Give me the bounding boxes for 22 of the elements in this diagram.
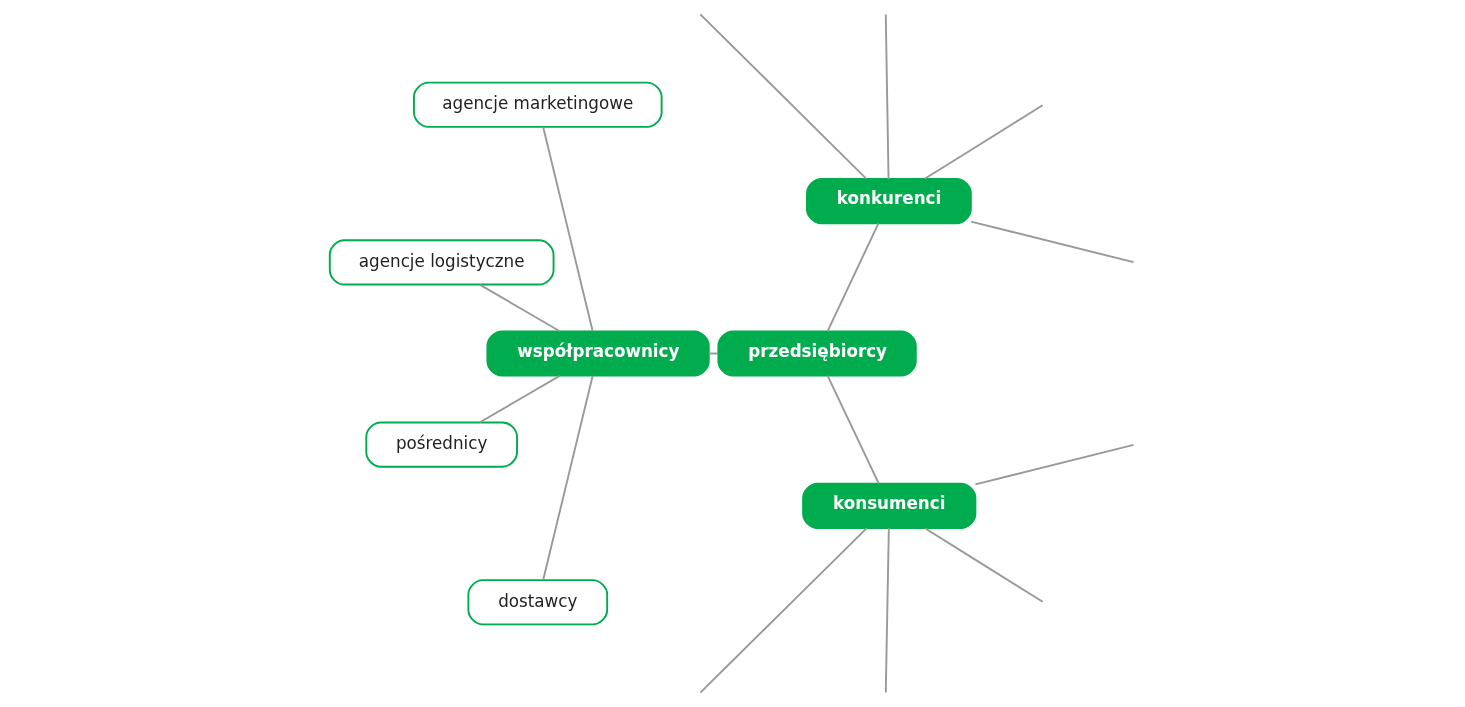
- node-box: agencje marketingowe: [412, 81, 663, 128]
- connector: [479, 283, 561, 333]
- connector: [542, 126, 594, 332]
- connector: [884, 13, 890, 180]
- connector: [970, 220, 1135, 264]
- connector: [924, 527, 1044, 603]
- connector: [699, 13, 868, 180]
- node-box: przedsiębiorcy: [717, 330, 917, 377]
- node-box: konsumenci: [802, 482, 977, 529]
- connector: [974, 443, 1135, 486]
- connector: [923, 104, 1044, 180]
- connector: [826, 374, 880, 485]
- node-box: agencje logistyczne: [328, 239, 555, 286]
- node-box: dostawcy: [467, 579, 609, 626]
- connector: [826, 222, 880, 333]
- connector: [478, 374, 561, 424]
- connector: [542, 374, 594, 581]
- node-box: pośrednicy: [365, 421, 518, 468]
- connector: [699, 527, 868, 694]
- node-box: współpracownicy: [486, 330, 710, 377]
- connector: [884, 527, 890, 694]
- node-box: konkurenci: [806, 178, 972, 225]
